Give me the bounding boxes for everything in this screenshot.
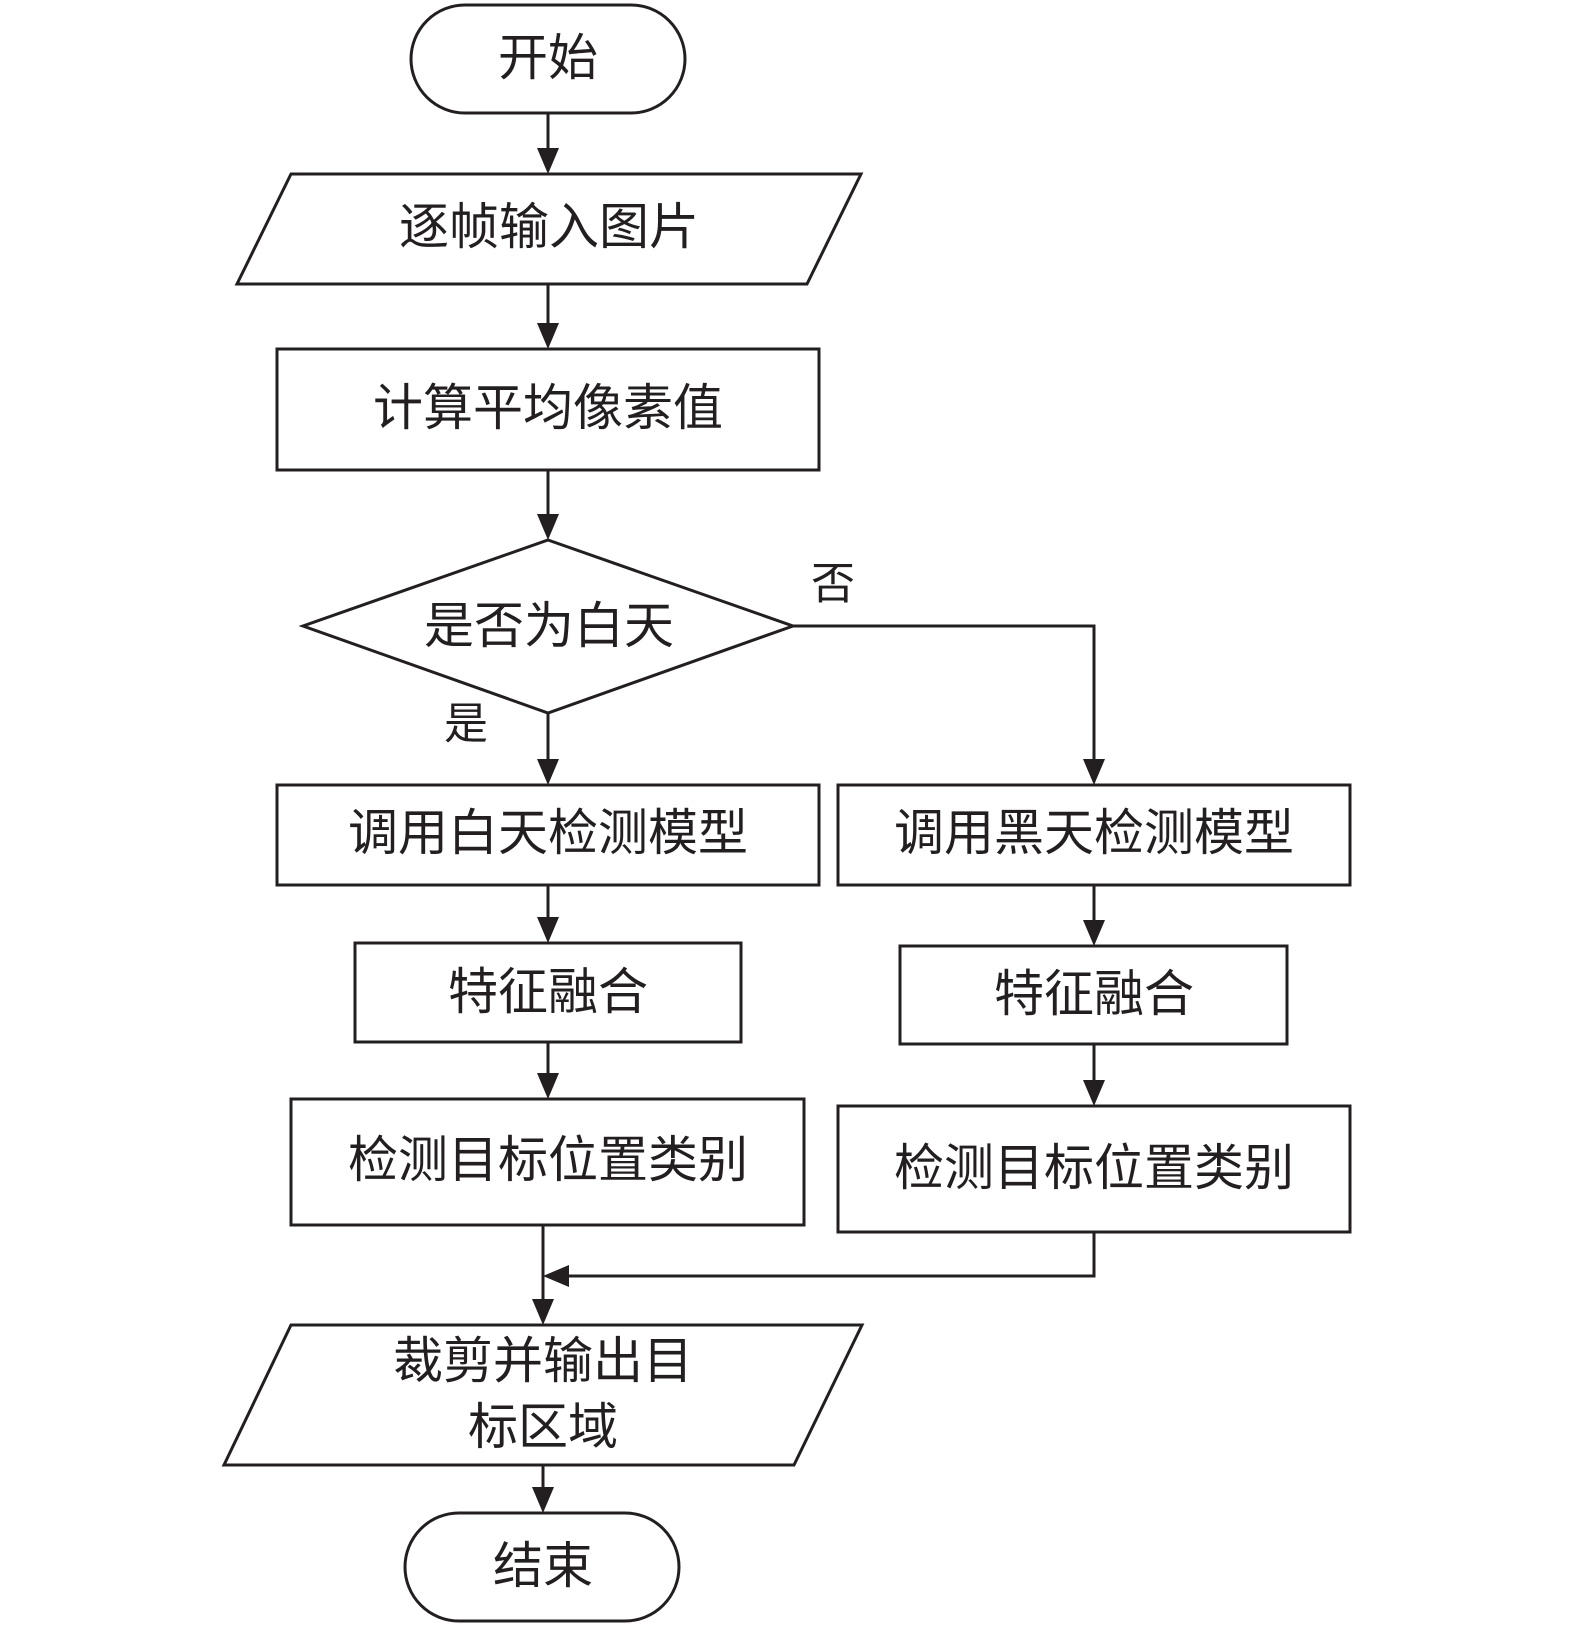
is-daytime-label: 是否为白天 — [424, 597, 674, 655]
day-model-node: 调用白天检测模型 — [275, 783, 821, 887]
day-fusion-label: 特征融合 — [448, 963, 648, 1021]
is-daytime-decision: 是否为白天 — [298, 538, 798, 715]
start-node: 开始 — [409, 3, 687, 115]
edge-night-detect-merge — [543, 1232, 1096, 1287]
night-model-label: 调用黑天检测模型 — [894, 804, 1294, 862]
compute-mean-label: 计算平均像素值 — [373, 379, 723, 437]
edge-decision-yes — [537, 713, 559, 785]
end-label: 结束 — [493, 1537, 593, 1595]
end-node: 结束 — [403, 1511, 681, 1623]
edge-day-model-to-fusion — [537, 885, 559, 943]
night-fusion-label: 特征融合 — [994, 965, 1194, 1023]
edge-start-to-input — [537, 113, 559, 174]
edge-night-model-to-fusion — [1083, 885, 1105, 946]
input-frames-label: 逐帧输入图片 — [399, 198, 699, 256]
edge-decision-no — [793, 624, 1105, 785]
edge-input-to-compute — [537, 284, 559, 349]
day-model-label: 调用白天检测模型 — [348, 804, 748, 862]
edge-day-detect-to-output — [532, 1225, 554, 1325]
day-detect-node: 检测目标位置类别 — [289, 1097, 806, 1227]
edge-compute-to-decision — [537, 470, 559, 540]
day-fusion-node: 特征融合 — [353, 941, 743, 1044]
input-frames-node: 逐帧输入图片 — [234, 172, 864, 286]
no-branch-label: 否 — [811, 559, 855, 610]
edge-day-fusion-to-detect — [537, 1042, 559, 1099]
edge-night-fusion-to-detect — [1083, 1044, 1105, 1106]
night-detect-label: 检测目标位置类别 — [894, 1139, 1294, 1197]
output-label-line2: 标区域 — [468, 1398, 618, 1456]
compute-mean-node: 计算平均像素值 — [275, 347, 821, 472]
day-detect-label: 检测目标位置类别 — [348, 1131, 748, 1189]
night-model-node: 调用黑天检测模型 — [836, 783, 1352, 887]
start-label: 开始 — [498, 29, 598, 87]
night-fusion-node: 特征融合 — [898, 944, 1289, 1046]
yes-branch-label: 是 — [444, 699, 488, 750]
night-detect-node: 检测目标位置类别 — [836, 1104, 1352, 1234]
output-label-line1: 裁剪并输出目 — [393, 1332, 693, 1390]
edge-output-to-end — [532, 1465, 554, 1513]
output-node: 裁剪并输出目 标区域 — [221, 1323, 865, 1467]
